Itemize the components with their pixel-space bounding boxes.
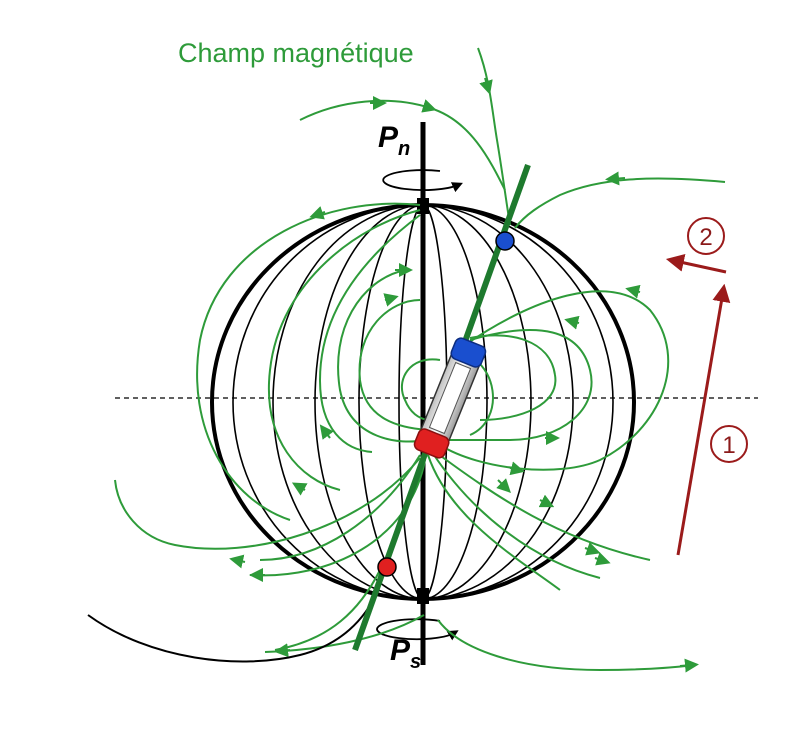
south-magnetic-pole-dot — [377, 557, 397, 577]
magnet-north-end — [450, 337, 487, 368]
north-pole-cap — [417, 198, 429, 214]
diagram-title: Champ magnétique — [178, 38, 414, 68]
south-rotation-arrow — [376, 618, 459, 641]
label-2-circle — [687, 217, 725, 255]
label-2-text: 2 — [699, 224, 712, 251]
bar-magnet — [413, 337, 487, 459]
external-curve — [87, 589, 379, 663]
field-lines — [114, 47, 726, 673]
motion-arrow-1 — [676, 283, 731, 556]
magnet-south-end — [413, 428, 450, 459]
north-pole-label: Pn — [378, 121, 410, 160]
label-1-circle — [710, 425, 748, 463]
south-pole-cap — [417, 588, 429, 604]
north-magnetic-pole-dot — [495, 231, 515, 251]
label-1-text: 1 — [722, 432, 735, 459]
south-pole-label: Ps — [390, 634, 421, 673]
north-rotation-arrow — [382, 169, 463, 193]
motion-arrow-2 — [665, 253, 727, 274]
